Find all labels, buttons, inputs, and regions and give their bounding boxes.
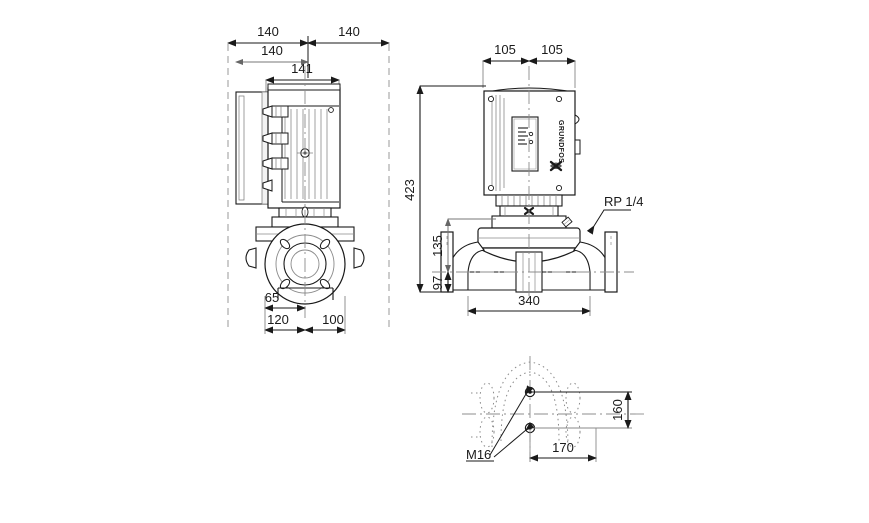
side-motor-edges (281, 105, 339, 203)
side-bottom-extension-ticks (264, 296, 346, 334)
front-terminal-box-ribs (491, 95, 505, 191)
side-cable-glands (262, 105, 289, 192)
front-view: 105 105 (402, 42, 644, 316)
side-dim-140-right: 140 (338, 24, 360, 39)
base-dimension-170: 170 (529, 428, 597, 462)
front-view-centerlines (432, 66, 634, 300)
side-dimension-inner-140: 140 (235, 43, 309, 65)
side-base-plate (277, 287, 334, 300)
front-callout-rp-quarter: RP 1/4 (586, 194, 644, 235)
side-dim-140-left: 140 (257, 24, 279, 39)
side-cable-gland-1 (262, 105, 289, 118)
side-view: 140 140 140 141 (227, 24, 390, 334)
front-outlet-flange (604, 231, 618, 293)
side-dimension-bottom-chain: 120 100 (264, 312, 346, 334)
side-cable-gland-3 (262, 157, 289, 170)
front-lantern-fins (501, 195, 557, 206)
front-display-bars (518, 127, 528, 145)
front-dimension-135: 135 (430, 218, 496, 273)
front-dimension-top-chain: 105 105 (482, 42, 576, 88)
base-view-centerlines (462, 356, 646, 462)
side-flange-bolt-holes (279, 238, 331, 290)
front-dimension-97: 97 (430, 271, 452, 293)
front-dim-135: 135 (430, 235, 445, 257)
base-dim-160: 160 (610, 399, 625, 421)
side-dim-100: 100 (322, 312, 344, 327)
base-dim-170: 170 (552, 440, 574, 455)
side-dim-140-inner: 140 (261, 43, 283, 58)
side-cable-plug-4 (262, 179, 273, 192)
side-outlet-stub (353, 247, 365, 269)
side-inlet-stub (245, 247, 257, 269)
base-dimension-160: 160 (530, 391, 632, 429)
side-dim-65: 65 (265, 290, 279, 305)
side-dimension-141: 141 (265, 61, 340, 92)
side-cable-gland-2 (262, 132, 289, 145)
front-dim-105-left: 105 (494, 42, 516, 57)
grundfos-brand-label: GRUNDFOS (557, 120, 564, 163)
front-terminal-box-side-tabs (574, 114, 581, 155)
front-dim-340: 340 (518, 293, 540, 308)
front-dim-105-right: 105 (541, 42, 563, 57)
side-dim-120: 120 (267, 312, 289, 327)
side-dimension-65: 65 (264, 290, 306, 312)
front-dimension-423: 423 (402, 85, 486, 293)
side-motor-body (267, 83, 341, 209)
front-dim-97: 97 (430, 276, 445, 290)
front-inlet-pipe (467, 271, 521, 291)
base-callout-m16: M16 (466, 385, 535, 462)
front-dimension-340: 340 (467, 293, 591, 316)
front-terminal-box: GRUNDFOS (483, 87, 581, 196)
base-m16-label: M16 (466, 447, 491, 462)
side-dim-141: 141 (291, 61, 313, 76)
front-terminal-box-corner-screws (487, 95, 563, 192)
front-rp-label: RP 1/4 (604, 194, 644, 209)
front-display-panel (511, 116, 539, 172)
base-view: 160 170 M16 (462, 356, 646, 462)
front-vent-plug-icon (561, 216, 573, 228)
front-dim-423: 423 (402, 179, 417, 201)
front-outlet-pipe (537, 271, 591, 291)
grundfos-logo-icon (549, 160, 563, 172)
side-dimension-top-chain: 140 140 (227, 24, 390, 78)
side-motor-screw-icon (328, 107, 334, 113)
